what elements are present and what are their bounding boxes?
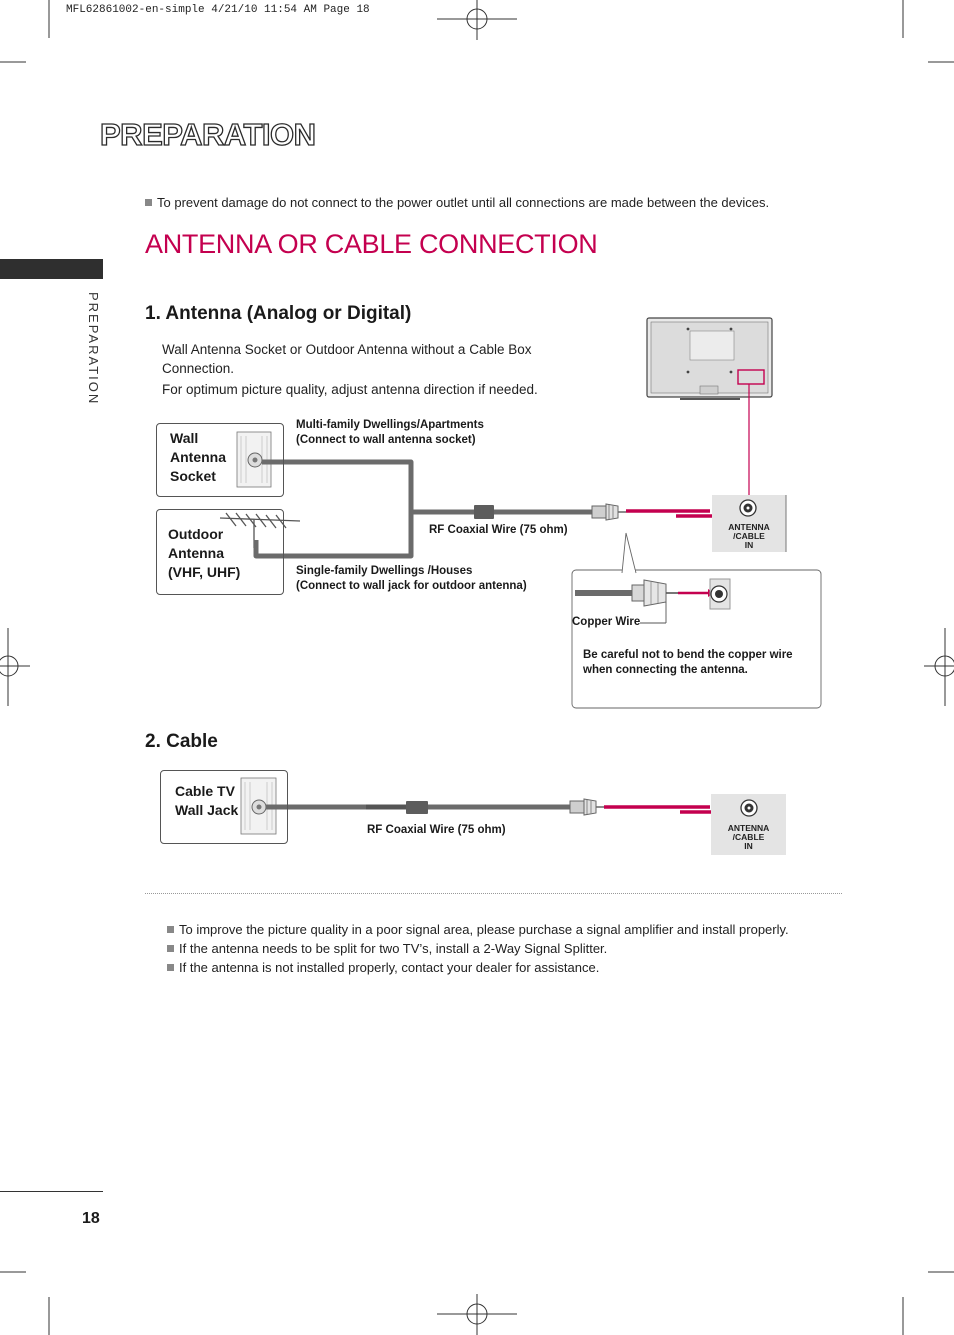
tip-text: To improve the picture quality in a poor… [179,922,789,937]
antenna-description: Wall Antenna Socket or Outdoor Antenna w… [162,340,562,399]
rf-wire-label: RF Coaxial Wire (75 ohm) [429,524,568,536]
bullet-icon [167,926,174,933]
intro-note-text: To prevent damage do not connect to the … [157,195,770,210]
section-title: PREPARATION [99,116,316,152]
label-line: (Connect to wall antenna socket) [296,434,476,446]
page-number: 18 [82,1210,100,1227]
label-line: Cable TV [175,783,235,799]
single-family-label: Single-family Dwellings /Houses (Connect… [296,564,527,594]
port-label-line: ANTENNA [727,823,770,833]
dotted-divider [145,893,842,894]
desc-line: For optimum picture quality, adjust ante… [162,382,538,397]
wall-antenna-socket-label: Wall Antenna Socket [170,429,226,486]
label-line: Single-family Dwellings /Houses [296,565,473,577]
coax-port-icon [739,499,757,517]
label-line: Multi-family Dwellings/Apartments [296,419,484,431]
connector-detail-icon [575,578,731,610]
f-connector-icon [569,798,604,816]
f-connector-icon [591,503,626,521]
bullet-icon [167,945,174,952]
desc-line: Connection. [162,361,235,376]
cable-wall-jack-box: Cable TV Wall Jack [160,770,288,844]
tip-text: If the antenna is not installed properly… [179,960,600,975]
cable-heading: 2. Cable [145,731,218,752]
label-line: Antenna [168,545,224,561]
tv-rear-icon [646,317,773,400]
label-line: (Connect to wall jack for outdoor antenn… [296,580,527,592]
port-label-line: ANTENNA [728,522,770,532]
caution-line: when connecting the antenna. [583,664,748,676]
port-label-line: /CABLE [732,832,765,842]
tips-list: To improve the picture quality in a poor… [167,920,789,977]
side-tab-bar [0,259,103,279]
label-line: (VHF, UHF) [168,564,241,580]
wall-antenna-socket-box: Wall Antenna Socket [156,423,284,497]
tip-item: If the antenna needs to be split for two… [167,939,789,958]
cable-rf-wire-label: RF Coaxial Wire (75 ohm) [367,824,506,836]
tip-text: If the antenna needs to be split for two… [179,941,608,956]
tip-item: If the antenna is not installed properly… [167,958,789,977]
cable-wall-jack-label: Cable TV Wall Jack [175,782,238,820]
antenna-heading: 1. Antenna (Analog or Digital) [145,303,412,324]
antenna-port-label: ANTENNA /CABLE IN [712,523,786,550]
intro-note: To prevent damage do not connect to the … [145,195,769,210]
label-line: Wall [170,430,199,446]
desc-line: Wall Antenna Socket or Outdoor Antenna w… [162,342,532,357]
caution-line: Be careful not to bend the copper wire [583,649,793,661]
outdoor-antenna-label: Outdoor Antenna (VHF, UHF) [168,525,240,582]
side-section-label: PREPARATION [86,292,101,406]
copper-wire-label: Copper Wire [572,616,641,628]
port-label-line: /CABLE [733,531,765,541]
bullet-icon [167,964,174,971]
port-label-line: IN [744,841,753,851]
caution-text: Be careful not to bend the copper wire w… [583,648,793,678]
outdoor-antenna-box: Outdoor Antenna (VHF, UHF) [156,509,284,595]
multi-family-label: Multi-family Dwellings/Apartments (Conne… [296,418,484,448]
label-line: Wall Jack [175,802,239,818]
cable-port-label: ANTENNA /CABLE IN [711,824,786,851]
printer-slug: MFL62861002-en-simple 4/21/10 11:54 AM P… [66,4,370,16]
coax-port-icon [740,799,758,817]
label-line: Socket [170,468,216,484]
bullet-icon [145,199,152,206]
outdoor-antenna-icon [219,512,301,548]
label-line: Antenna [170,449,226,465]
label-line: Outdoor [168,526,224,542]
port-label-line: IN [744,540,754,550]
page-rule [0,1191,103,1192]
tip-item: To improve the picture quality in a poor… [167,920,789,939]
main-heading: ANTENNA OR CABLE CONNECTION [145,229,598,259]
